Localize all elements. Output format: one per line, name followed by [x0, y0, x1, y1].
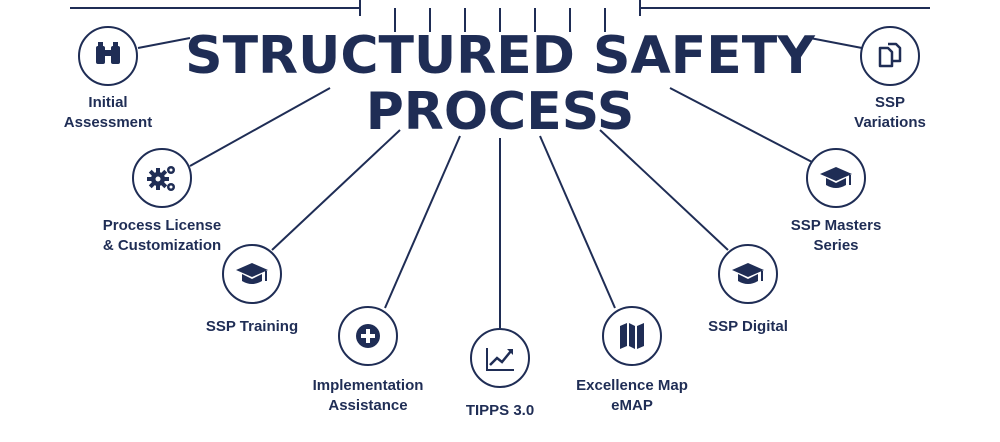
graduation-cap-icon: [820, 167, 852, 188]
spoke-excellence-map: [539, 135, 616, 309]
spoke-process-license: [189, 87, 331, 167]
spoke-initial-assessment: [137, 37, 191, 49]
node-process-license: [132, 148, 192, 208]
node-implementation-assistance: [338, 306, 398, 366]
map-icon: [620, 323, 644, 349]
graduation-cap-icon: [732, 263, 764, 284]
plus-circle-icon: [356, 324, 380, 348]
label-tipps: TIPPS 3.0: [465, 402, 535, 419]
spoke-ssp-masters: [669, 87, 813, 163]
binoculars-icon: [96, 42, 120, 64]
spoke-ssp-digital: [599, 129, 729, 251]
node-tipps: [470, 328, 530, 388]
node-ssp-masters: [806, 148, 866, 208]
node-initial-assessment: [78, 26, 138, 86]
label-ssp-digital: SSP Digital: [708, 318, 788, 335]
node-excellence-map: [602, 306, 662, 366]
label-excellence-map: Excellence Map eMAP: [576, 377, 688, 414]
label-ssp-masters: SSP Masters Series: [790, 217, 882, 254]
documents-icon: [878, 42, 902, 68]
graduation-cap-icon: [236, 263, 268, 284]
spoke-ssp-variations: [809, 37, 863, 49]
node-ssp-training: [222, 244, 282, 304]
spoke-implementation: [384, 135, 461, 309]
diagram-title-line-2: PROCESS: [365, 82, 635, 142]
diagram-title-line-1: STRUCTURED SAFETY: [185, 26, 815, 86]
node-ssp-digital: [718, 244, 778, 304]
label-initial-assessment: Initial Assessment: [63, 94, 153, 131]
gears-icon: [147, 166, 175, 191]
label-ssp-training: SSP Training: [205, 318, 299, 335]
spoke-ssp-training: [271, 129, 401, 251]
trend-chart-icon: [486, 348, 514, 371]
label-implementation-assistance: Implementation Assistance: [312, 377, 424, 414]
node-ssp-variations: [860, 26, 920, 86]
label-ssp-variations: SSP Variations: [854, 94, 926, 131]
label-process-license: Process License & Customization: [102, 217, 222, 254]
